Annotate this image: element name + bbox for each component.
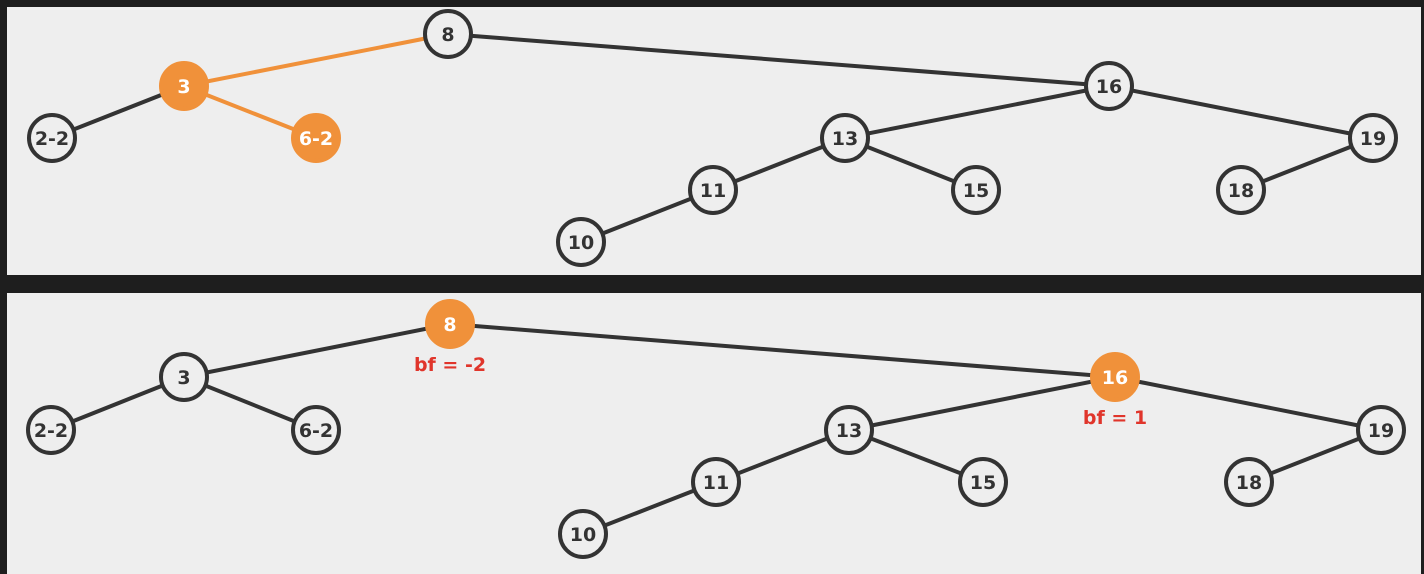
edge-8-16 [448,322,1117,379]
node-label: 16 [1096,76,1122,98]
node-circle [824,405,874,455]
tree-node-18[interactable]: 18 [1224,457,1274,507]
node-label: 13 [832,128,858,150]
node-circle [425,299,475,349]
node-circle [291,113,341,163]
tree-node-19[interactable]: 19 [1356,405,1406,455]
tree-node-16[interactable]: 16 [1084,61,1134,111]
tree-node-15[interactable]: 15 [951,165,1001,215]
node-label: 15 [963,180,989,202]
edge-16-19 [1113,375,1383,432]
tree-node-6-2[interactable]: 6-2 [291,113,341,163]
node-label: 10 [570,524,596,546]
tree-node-2-2[interactable]: 2-2 [27,113,77,163]
balance-factor-label: bf = 1 [1083,407,1147,429]
node-label: 15 [970,472,996,494]
node-circle [291,405,341,455]
tree-node-11[interactable]: 11 [688,165,738,215]
tree-node-10[interactable]: 10 [556,217,606,267]
tree-node-2-2[interactable]: 2-2 [26,405,76,455]
edge-16-19 [1107,84,1375,140]
node-circle [1348,113,1398,163]
node-label: 18 [1236,472,1262,494]
node-label: 16 [1102,367,1128,389]
tree-node-18[interactable]: 18 [1216,165,1266,215]
tree-node-13[interactable]: 13 [820,113,870,163]
node-circle [423,9,473,59]
node-label: 10 [568,232,594,254]
node-label: 19 [1368,420,1394,442]
tree-node-3[interactable]: 3 [159,352,209,402]
node-circle [558,509,608,559]
node-label: 8 [443,314,456,336]
tree-panel-before: 8 3 16 2-2 6-2 13 19 11 15 18 10 [7,7,1421,275]
node-circle [1356,405,1406,455]
node-label: 2-2 [34,420,68,442]
node-label: 2-2 [35,128,69,150]
node-circle [1084,61,1134,111]
tree-node-8[interactable]: 8 [425,299,475,349]
node-label: 18 [1228,180,1254,202]
node-circle [27,113,77,163]
node-circle [1224,457,1274,507]
tree-node-10[interactable]: 10 [558,509,608,559]
node-label: 11 [703,472,729,494]
node-circle [691,457,741,507]
node-label: 11 [700,180,726,202]
edge-8-3 [182,32,450,88]
node-label: 13 [836,420,862,442]
node-circle [1090,352,1140,402]
node-label: 3 [177,367,190,389]
tree-node-13[interactable]: 13 [824,405,874,455]
tree-diagram-before: 8 3 16 2-2 6-2 13 19 11 15 18 10 [27,9,1398,267]
edge-8-16 [446,32,1111,88]
node-circle [820,113,870,163]
node-label: 6-2 [299,420,333,442]
node-label: 8 [441,24,454,46]
node-circle [958,457,1008,507]
node-circle [159,61,209,111]
tree-node-19[interactable]: 19 [1348,113,1398,163]
edge-16-13 [847,375,1117,432]
node-label: 19 [1360,128,1386,150]
edge-8-3 [182,322,452,379]
tree-panel-after: 8 bf = -2 3 16 bf = 1 2-2 6-2 13 19 11 15 18 10 [7,293,1421,574]
tree-node-3[interactable]: 3 [159,61,209,111]
node-label: 6-2 [299,128,333,150]
tree-node-15[interactable]: 15 [958,457,1008,507]
tree-diagram-after: 8 bf = -2 3 16 bf = 1 2-2 6-2 13 19 11 15 18 10 [26,299,1406,559]
node-circle [1216,165,1266,215]
edge-16-13 [843,84,1111,140]
tree-node-6-2[interactable]: 6-2 [291,405,341,455]
node-circle [26,405,76,455]
node-circle [688,165,738,215]
tree-node-8[interactable]: 8 [423,9,473,59]
balance-factor-label: bf = -2 [414,354,486,376]
node-circle [556,217,606,267]
node-label: 3 [177,76,190,98]
tree-node-11[interactable]: 11 [691,457,741,507]
tree-node-16[interactable]: 16 [1090,352,1140,402]
node-circle [951,165,1001,215]
node-circle [159,352,209,402]
